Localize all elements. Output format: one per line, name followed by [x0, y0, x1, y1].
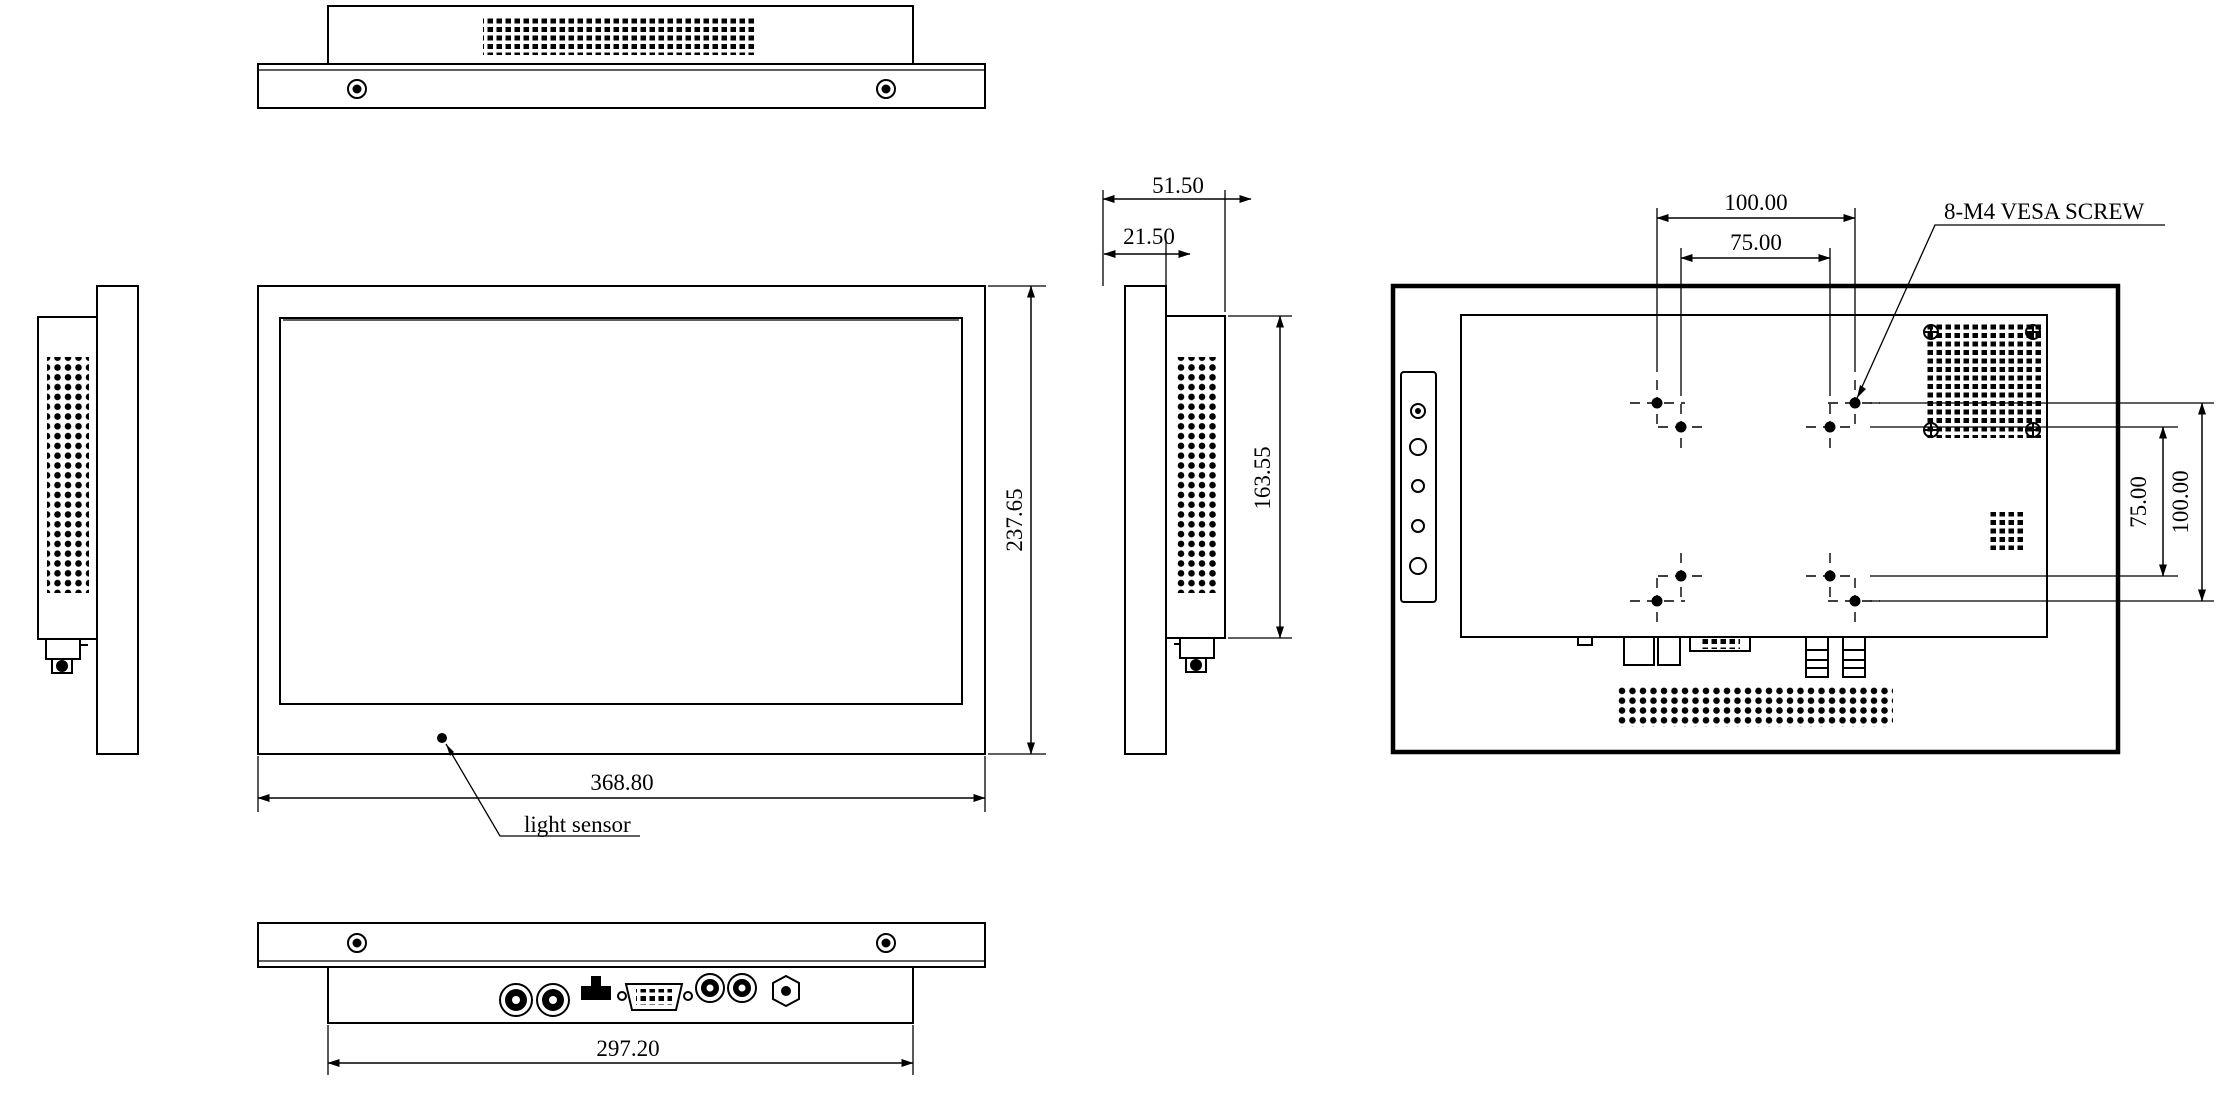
control-panel	[1400, 371, 1437, 603]
dim-bottom-width: 297.20	[327, 1025, 914, 1075]
top-screw-left	[347, 79, 367, 99]
left-side-view	[37, 285, 139, 755]
light-sensor-point	[437, 733, 447, 743]
bnc-connector-4	[727, 973, 757, 1003]
vesa-screw-label: 8-M4 VESA SCREW	[1944, 199, 2145, 224]
rear-vent-bottom	[1618, 687, 1893, 727]
right-side-vent	[1176, 357, 1218, 593]
vesa-100-h-label: 100.00	[1724, 190, 1787, 215]
left-side-vent	[47, 357, 89, 593]
dim-vesa-75-horizontal: 75.00	[1680, 230, 1831, 396]
dim-vesa-75-vertical: 75.00	[1870, 426, 2178, 577]
right-side-connector	[1174, 637, 1215, 673]
dim-front-width: 368.80	[257, 756, 986, 812]
dim-front-height: 237.65	[988, 285, 1046, 755]
side-depth-front-label: 21.50	[1123, 224, 1175, 249]
dim-side-depth-total: 51.50	[1102, 173, 1252, 312]
bottom-screw-right	[876, 933, 896, 953]
dim-side-depth-front: 21.50	[1103, 224, 1191, 286]
dc-jack	[772, 974, 800, 1008]
rear-vent-small	[1988, 512, 2024, 550]
dim-vesa-100-vertical: 100.00	[1870, 402, 2214, 602]
front-view	[257, 285, 986, 837]
vga-connector	[617, 983, 693, 1011]
vesa-screw-callout: 8-M4 VESA SCREW	[1856, 199, 2165, 399]
right-side-view	[1124, 285, 1226, 755]
side-body-height-label: 163.55	[1250, 446, 1275, 509]
bnc-connector-1	[499, 983, 533, 1017]
vesa-holes	[1651, 397, 1861, 607]
power-connector	[581, 976, 611, 1000]
front-height-label: 237.65	[1002, 488, 1027, 551]
rear-screw-tl	[1923, 324, 1939, 340]
rear-view	[1390, 283, 2121, 755]
top-vent-grille	[483, 17, 757, 55]
vesa-75-h-label: 75.00	[1730, 230, 1782, 255]
side-depth-total-label: 51.50	[1152, 173, 1204, 198]
vesa-75-v-label: 75.00	[2126, 476, 2151, 528]
rear-screw-bl	[1923, 422, 1939, 438]
front-width-label: 368.80	[590, 770, 653, 795]
bottom-screw-left	[347, 933, 367, 953]
top-screw-right	[876, 79, 896, 99]
display-screen	[279, 317, 963, 705]
light-sensor-leader	[445, 743, 640, 837]
vesa-centerlines	[1630, 380, 1880, 624]
bottom-view	[257, 922, 986, 1024]
rear-connectors	[1577, 636, 1866, 678]
vesa-100-v-label: 100.00	[2168, 470, 2193, 533]
dim-side-body-height: 163.55	[1228, 315, 1292, 639]
bottom-width-label: 297.20	[596, 1036, 659, 1061]
bnc-connector-2	[536, 983, 570, 1017]
dim-vesa-100-horizontal: 100.00	[1656, 190, 1856, 372]
light-sensor-label: light sensor	[524, 812, 631, 837]
bnc-connector-3	[695, 973, 725, 1003]
left-side-connector	[45, 638, 88, 674]
rear-vent-top-right	[1925, 322, 2042, 438]
rear-screw-tr	[2025, 324, 2041, 340]
top-view	[257, 5, 986, 109]
rear-screw-br	[2025, 422, 2041, 438]
